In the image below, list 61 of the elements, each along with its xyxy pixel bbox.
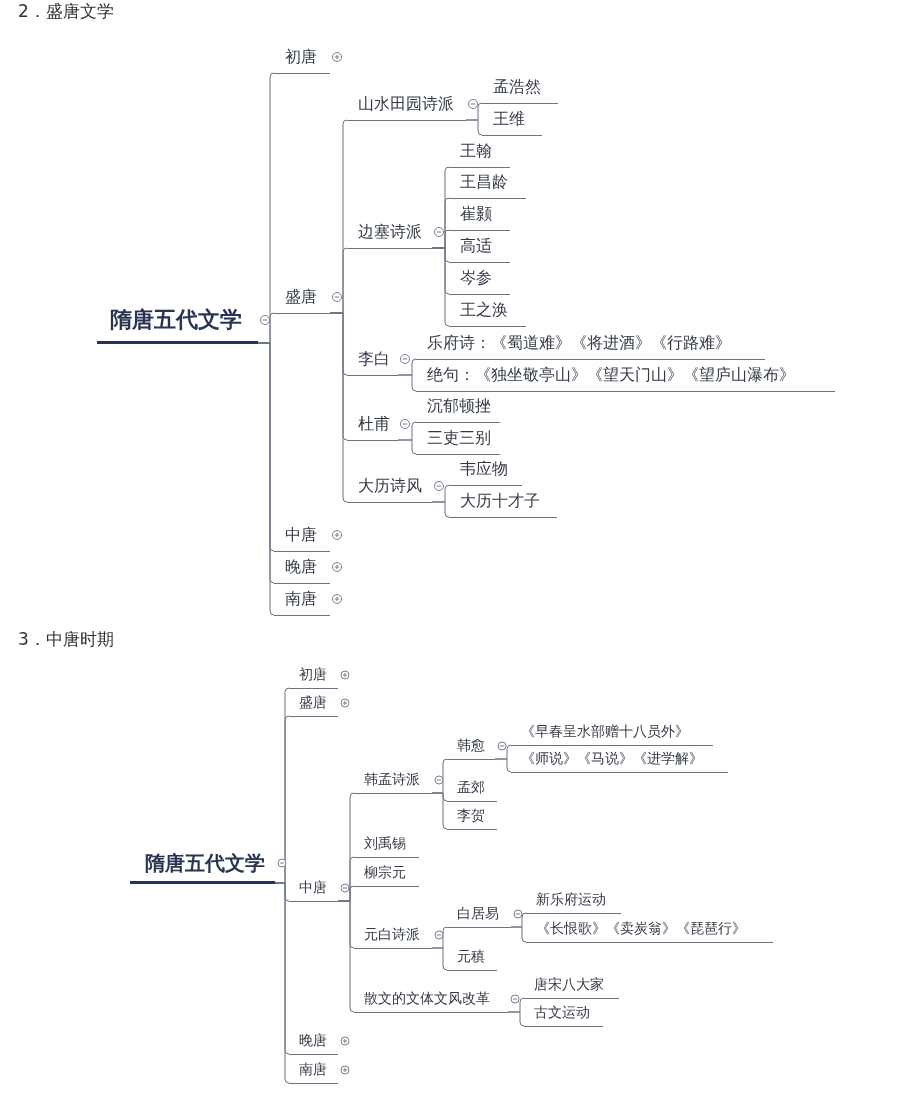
topic-label: 沉郁顿挫 — [416, 393, 500, 423]
central-topic: 隋唐五代文学 — [130, 846, 275, 884]
branch-line — [337, 900, 355, 1013]
section-heading: 2．盛唐文学 — [18, 0, 114, 23]
branch-line — [329, 312, 348, 503]
branch-line — [431, 792, 448, 830]
topic-label: 刘禹锡 — [354, 832, 419, 858]
topic-label: 三吏三别 — [416, 425, 500, 455]
topic-label: 杜甫 — [347, 411, 398, 441]
topic-label: 绝句：《独坐敬亭山》《望天门山》《望庐山瀑布》 — [416, 362, 835, 392]
topic-label: 唐宋八大家 — [524, 973, 619, 999]
topic-label: 《师说》《马说》《进学解》 — [511, 747, 728, 773]
topic-label: 韩愈 — [447, 734, 495, 760]
topic-label: 李白 — [347, 346, 398, 376]
topic-label: 孟浩然 — [482, 74, 558, 104]
topic-label: 古文运动 — [524, 1001, 603, 1027]
topic-label: 李贺 — [447, 804, 497, 830]
topic-label: 白居易 — [447, 902, 511, 928]
topic-label: 高适 — [449, 233, 510, 263]
topic-label: 王翰 — [449, 138, 510, 168]
topic-label: 崔颢 — [449, 201, 510, 231]
topic-label: 山水田园诗派 — [347, 91, 466, 121]
topic-label: 《早春呈水部赠十八员外》 — [511, 720, 713, 746]
topic-label: 边塞诗派 — [347, 219, 432, 249]
section-heading: 3．中唐时期 — [18, 628, 114, 651]
topic-label: 元稹 — [447, 945, 497, 971]
branch-line — [431, 501, 450, 518]
topic-label: 《长恨歌》《卖炭翁》《琵琶行》 — [526, 917, 773, 943]
branch-line — [397, 439, 417, 455]
topic-label: 大历诗风 — [347, 473, 432, 503]
topic-label: 散文的文体文风改革 — [354, 987, 508, 1013]
topic-label: 柳宗元 — [354, 861, 419, 887]
topic-label: 南唐 — [274, 586, 330, 616]
topic-label: 南唐 — [289, 1058, 338, 1084]
topic-label: 盛唐 — [289, 691, 338, 717]
branch-line — [431, 947, 448, 971]
topic-label: 元白诗派 — [354, 923, 432, 949]
topic-label: 中唐 — [289, 876, 338, 902]
topic-label: 孟郊 — [447, 776, 497, 802]
topic-label: 韦应物 — [449, 456, 522, 486]
branch-line — [465, 119, 483, 136]
topic-label: 盛唐 — [274, 284, 330, 314]
topic-label: 王之涣 — [449, 297, 526, 327]
topic-label: 新乐府运动 — [526, 888, 621, 914]
central-topic: 隋唐五代文学 — [97, 300, 258, 344]
topic-label: 王维 — [482, 106, 542, 136]
topic-label: 初唐 — [274, 44, 330, 74]
branch-line — [494, 758, 512, 773]
branch-line — [510, 926, 527, 943]
topic-label: 王昌龄 — [449, 169, 526, 199]
topic-label: 岑参 — [449, 265, 510, 295]
branch-line — [431, 247, 450, 327]
topic-label: 初唐 — [289, 663, 338, 689]
topic-label: 大历十才子 — [449, 488, 557, 518]
topic-label: 晚唐 — [274, 554, 330, 584]
topic-label: 中唐 — [274, 522, 330, 552]
branch-line — [397, 374, 417, 392]
branch-line — [507, 1011, 525, 1027]
topic-label: 韩孟诗派 — [354, 768, 432, 794]
topic-label: 乐府诗：《蜀道难》《将进酒》《行路难》 — [416, 330, 765, 360]
topic-label: 晚唐 — [289, 1029, 338, 1055]
